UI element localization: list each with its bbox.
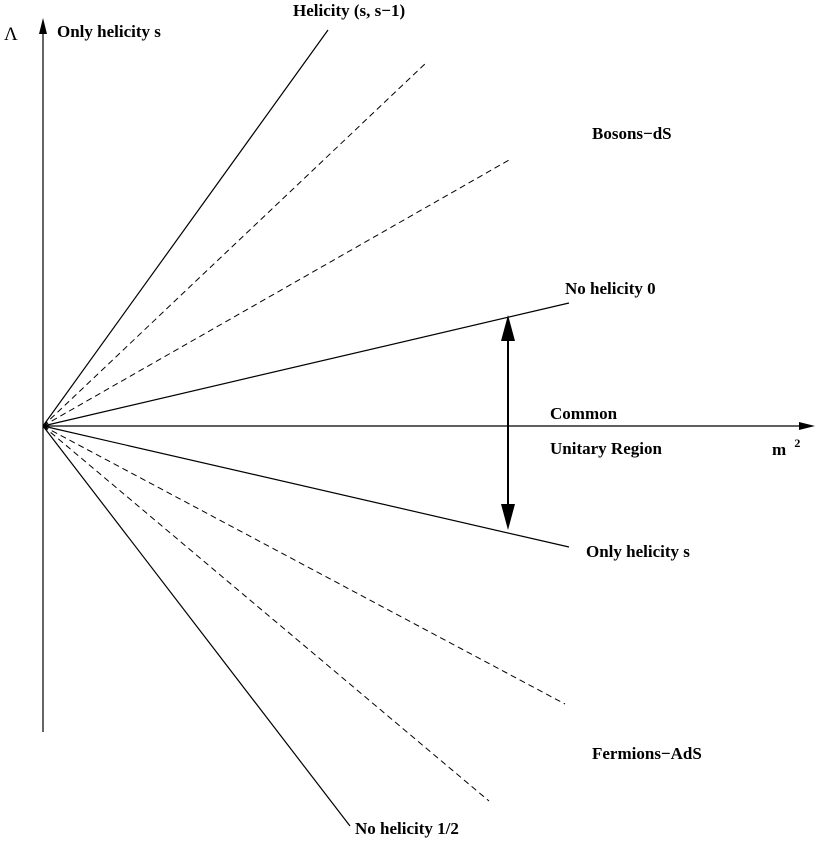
line-no-helicity-half — [42, 425, 351, 827]
label-no-helicity-half: No helicity 1/2 — [355, 819, 459, 838]
double-arrow-head-top — [501, 315, 515, 341]
label-only-helicity-s-top: Only helicity s — [57, 22, 161, 41]
line-only-helicity-s-lower — [42, 425, 570, 548]
label-bosons-ds: Bosons−dS — [592, 124, 672, 143]
line-no-helicity-0 — [42, 302, 570, 427]
double-arrow-head-bottom — [501, 504, 515, 530]
dashed-line-lower-2 — [42, 425, 490, 802]
x-axis-label-base: m — [772, 440, 786, 459]
x-axis-label-superscript: 2 — [794, 436, 800, 450]
dashed-line-upper-1 — [42, 61, 428, 427]
label-unitary-region: Unitary Region — [550, 439, 662, 458]
label-no-helicity-0: No helicity 0 — [565, 279, 656, 298]
label-fermions-ads: Fermions−AdS — [592, 744, 702, 763]
label-common: Common — [550, 404, 618, 423]
y-axis-arrowhead — [39, 18, 47, 34]
dashed-line-upper-2 — [42, 159, 510, 427]
label-only-helicity-s-lower: Only helicity s — [586, 542, 690, 561]
label-helicity-s-s-minus-1: Helicity (s, s−1) — [293, 1, 405, 20]
y-axis-label: Λ — [4, 24, 18, 45]
x-axis-label: m 2 — [772, 436, 800, 459]
dashed-line-lower-1 — [42, 425, 566, 705]
x-axis-arrowhead — [799, 422, 815, 430]
line-helicity-s-s-minus-1 — [42, 29, 329, 427]
